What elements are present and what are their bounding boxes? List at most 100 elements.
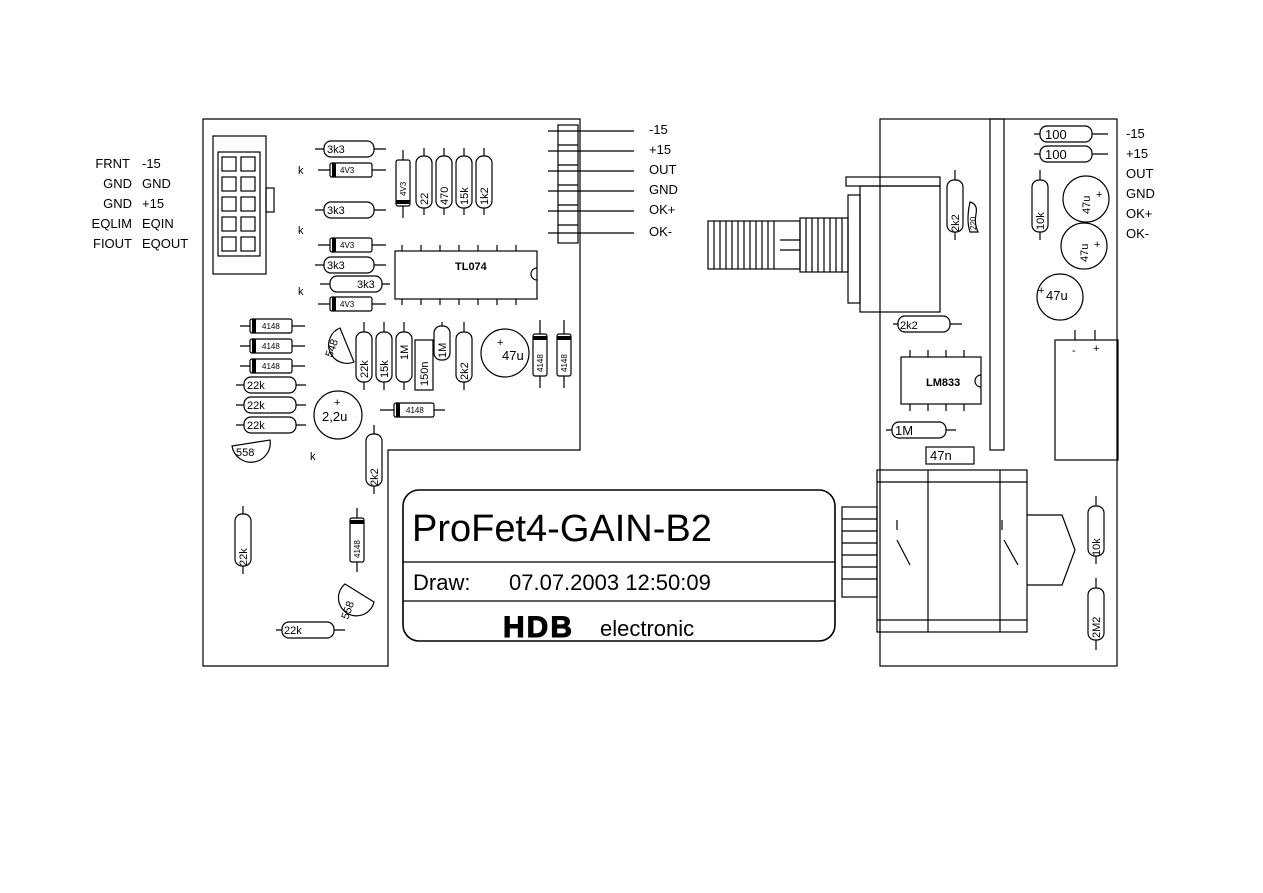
r-22: 22 bbox=[419, 193, 431, 205]
r-22k-a: 22k bbox=[247, 380, 265, 392]
t-558-b: 558 bbox=[340, 600, 358, 621]
tiny-part: 220 bbox=[969, 216, 978, 230]
ic-tl074-label: TL074 bbox=[455, 261, 488, 273]
right-pin-4: OK+ bbox=[1126, 206, 1152, 221]
r-1m-b: 1M bbox=[437, 343, 449, 358]
left-label-a-0: FRNT bbox=[95, 156, 130, 171]
jack-socket bbox=[841, 469, 1076, 633]
left-label-a-2: GND bbox=[103, 196, 132, 211]
d-4148-b: 4148 bbox=[262, 342, 280, 351]
title-text: ProFet4-GAIN-B2 bbox=[412, 508, 712, 550]
r-1m-right: 1M bbox=[895, 423, 913, 438]
right-header-pin-labels: -15 +15 OUT GND OK+ OK- bbox=[1126, 126, 1155, 241]
left-label-b-0: -15 bbox=[142, 156, 161, 171]
r-470: 470 bbox=[439, 187, 451, 205]
d-4148-low: 4148 bbox=[353, 540, 362, 558]
r-3k3-b: 3k3 bbox=[327, 205, 345, 217]
k-mark-2: k bbox=[298, 225, 304, 237]
ribbon-connector-2x5 bbox=[212, 135, 275, 275]
left-label-a-1: GND bbox=[103, 176, 132, 191]
left-pin-0: -15 bbox=[649, 122, 668, 137]
r-15k: 15k bbox=[459, 187, 471, 205]
right-pin-5: OK- bbox=[1126, 226, 1149, 241]
left-label-b-3: EQIN bbox=[142, 216, 174, 231]
c-2-2u-plus: + bbox=[334, 397, 340, 409]
d-4148-v2: 4148 bbox=[560, 354, 569, 372]
r-2m2: 2M2 bbox=[1091, 617, 1103, 638]
c-2-2u: 2,2u bbox=[322, 409, 347, 424]
left-vertical-parts-middle: 22k 15k 1M 150n 1M 2k2 4148 4148 2k2 22k… bbox=[234, 320, 572, 574]
brand-suffix: electronic bbox=[600, 616, 694, 641]
t-558-a: 558 bbox=[236, 447, 254, 459]
d-4148-v1: 4148 bbox=[536, 354, 545, 372]
left-board-outline bbox=[202, 118, 581, 667]
r-100-b: 100 bbox=[1045, 147, 1067, 162]
left-header-pins: -15 +15 OUT GND OK+ OK- bbox=[548, 122, 678, 244]
right-board-bar bbox=[989, 118, 1005, 451]
right-pin-1: +15 bbox=[1126, 146, 1148, 161]
right-parts: 100 100 10k + 47u + 47u + 47u 2k2 220 2k… bbox=[886, 125, 1119, 650]
d-4v3-c: 4V3 bbox=[340, 300, 355, 309]
k-mark-4: k bbox=[310, 451, 316, 463]
title-block: ProFet4-GAIN-B2 Draw: 07.07.2003 12:50:0… bbox=[402, 489, 836, 645]
r-2k2-b: 2k2 bbox=[369, 468, 381, 486]
left-connector-labels: FRNT -15 GND GND GND +15 EQLIM EQIN FIOU… bbox=[92, 156, 189, 251]
r-1m-a: 1M bbox=[399, 345, 411, 360]
left-transistors: 548 558 558 bbox=[231, 327, 375, 621]
t-548: 548 bbox=[324, 338, 342, 359]
potentiometer bbox=[707, 176, 941, 313]
left-label-a-3: EQLIM bbox=[92, 216, 132, 231]
left-pin-2: OUT bbox=[649, 162, 677, 177]
c-47u-a: 47u bbox=[1081, 196, 1093, 214]
r-2k2-h: 2k2 bbox=[900, 320, 918, 332]
right-pin-3: GND bbox=[1126, 186, 1155, 201]
r-2k2-v: 2k2 bbox=[459, 362, 471, 380]
d-4v3-b: 4V3 bbox=[340, 241, 355, 250]
left-label-a-4: FIOUT bbox=[93, 236, 132, 251]
ic-tl074: TL074 bbox=[394, 245, 538, 305]
left-horizontal-parts: 3k3 4V3 3k3 4V3 3k3 3k3 4V3 k k k k 4148… bbox=[236, 140, 445, 639]
k-mark-3: k bbox=[298, 286, 304, 298]
right-pin-0: -15 bbox=[1126, 126, 1145, 141]
c47u-b-plus: + bbox=[1094, 239, 1100, 251]
hdb-logo: HDB bbox=[503, 611, 574, 644]
left-pin-3: GND bbox=[649, 182, 678, 197]
r-10k-a: 10k bbox=[1035, 212, 1047, 230]
r-2k2-rv: 2k2 bbox=[950, 214, 962, 232]
draw-label: Draw: bbox=[413, 570, 470, 595]
r-22k-c: 22k bbox=[247, 420, 265, 432]
z-4v3-v: 4V3 bbox=[399, 181, 408, 196]
left-vertical-parts-top: 4V3 22 470 15k 1k2 bbox=[395, 148, 493, 218]
c47u-c-plus: + bbox=[1038, 285, 1044, 297]
r-15k-v: 15k bbox=[379, 360, 391, 378]
k-mark-1: k bbox=[298, 165, 304, 177]
draw-timestamp: 07.07.2003 12:50:09 bbox=[509, 570, 711, 595]
d-4148-h: 4148 bbox=[406, 406, 424, 415]
d-4v3-a: 4V3 bbox=[340, 166, 355, 175]
c-47u: 47u bbox=[502, 348, 524, 363]
right-pin-2: OUT bbox=[1126, 166, 1154, 181]
r-22k-v: 22k bbox=[359, 360, 371, 378]
r-22k-bot: 22k bbox=[284, 625, 302, 637]
r-100-a: 100 bbox=[1045, 127, 1067, 142]
left-pin-1: +15 bbox=[649, 142, 671, 157]
left-capacitors: + 47u + 2,2u bbox=[313, 328, 530, 440]
left-pin-5: OK- bbox=[649, 224, 672, 239]
d-4148-a: 4148 bbox=[262, 322, 280, 331]
r-22k-low: 22k bbox=[238, 548, 250, 566]
c-47u-plus: + bbox=[497, 337, 503, 349]
r-10k-b: 10k bbox=[1091, 538, 1103, 556]
r-1k2: 1k2 bbox=[479, 187, 491, 205]
c-47u-b: 47u bbox=[1079, 244, 1091, 262]
left-label-b-4: EQOUT bbox=[142, 236, 188, 251]
r-3k3-a: 3k3 bbox=[327, 144, 345, 156]
left-label-b-2: +15 bbox=[142, 196, 164, 211]
ic-lm833-label: LM833 bbox=[926, 377, 960, 389]
c-47n: 47n bbox=[930, 448, 952, 463]
c-47u-c: 47u bbox=[1046, 288, 1068, 303]
left-pin-4: OK+ bbox=[649, 202, 675, 217]
relay-minus: - bbox=[1072, 345, 1076, 357]
d-4148-c: 4148 bbox=[262, 362, 280, 371]
r-22k-b: 22k bbox=[247, 400, 265, 412]
